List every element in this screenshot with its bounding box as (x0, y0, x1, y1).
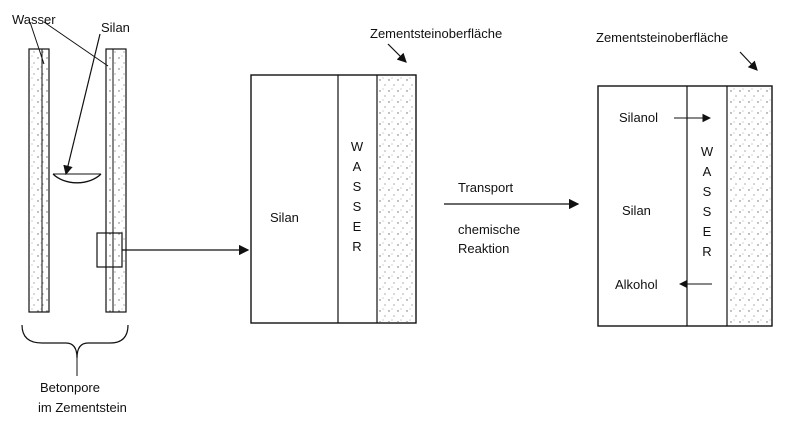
right-panel (597, 85, 773, 327)
label-im-zementstein: im Zementstein (38, 400, 127, 415)
wasser-leader-2 (43, 21, 109, 67)
label-silan-mid: Silan (270, 210, 299, 225)
middle-panel (250, 74, 417, 324)
label-alkohol: Alkohol (615, 277, 658, 292)
label-betonpore: Betonpore (40, 380, 100, 395)
right-cement-surface (728, 87, 771, 325)
right-pore-wall (105, 48, 127, 313)
label-wasser: Wasser (12, 12, 56, 27)
silan-arrow (63, 33, 101, 176)
silane-meniscus (52, 173, 102, 184)
label-silan-top: Silan (101, 20, 130, 35)
pore-bracket (21, 324, 129, 359)
label-chemische: chemische (458, 222, 520, 237)
label-transport: Transport (458, 180, 514, 195)
label-silan-right: Silan (622, 203, 651, 218)
wasser-leader (29, 21, 45, 65)
middle-zement-arrow (387, 43, 407, 63)
label-zement-right: Zementsteinoberfläche (596, 30, 728, 45)
left-pore-wall (28, 48, 50, 313)
label-silanol: Silanol (619, 110, 658, 125)
label-zement-mid: Zementsteinoberfläche (370, 26, 502, 41)
label-reaktion: Reaktion (458, 241, 509, 256)
middle-cement-surface (378, 76, 415, 322)
right-zement-arrow (739, 51, 758, 71)
